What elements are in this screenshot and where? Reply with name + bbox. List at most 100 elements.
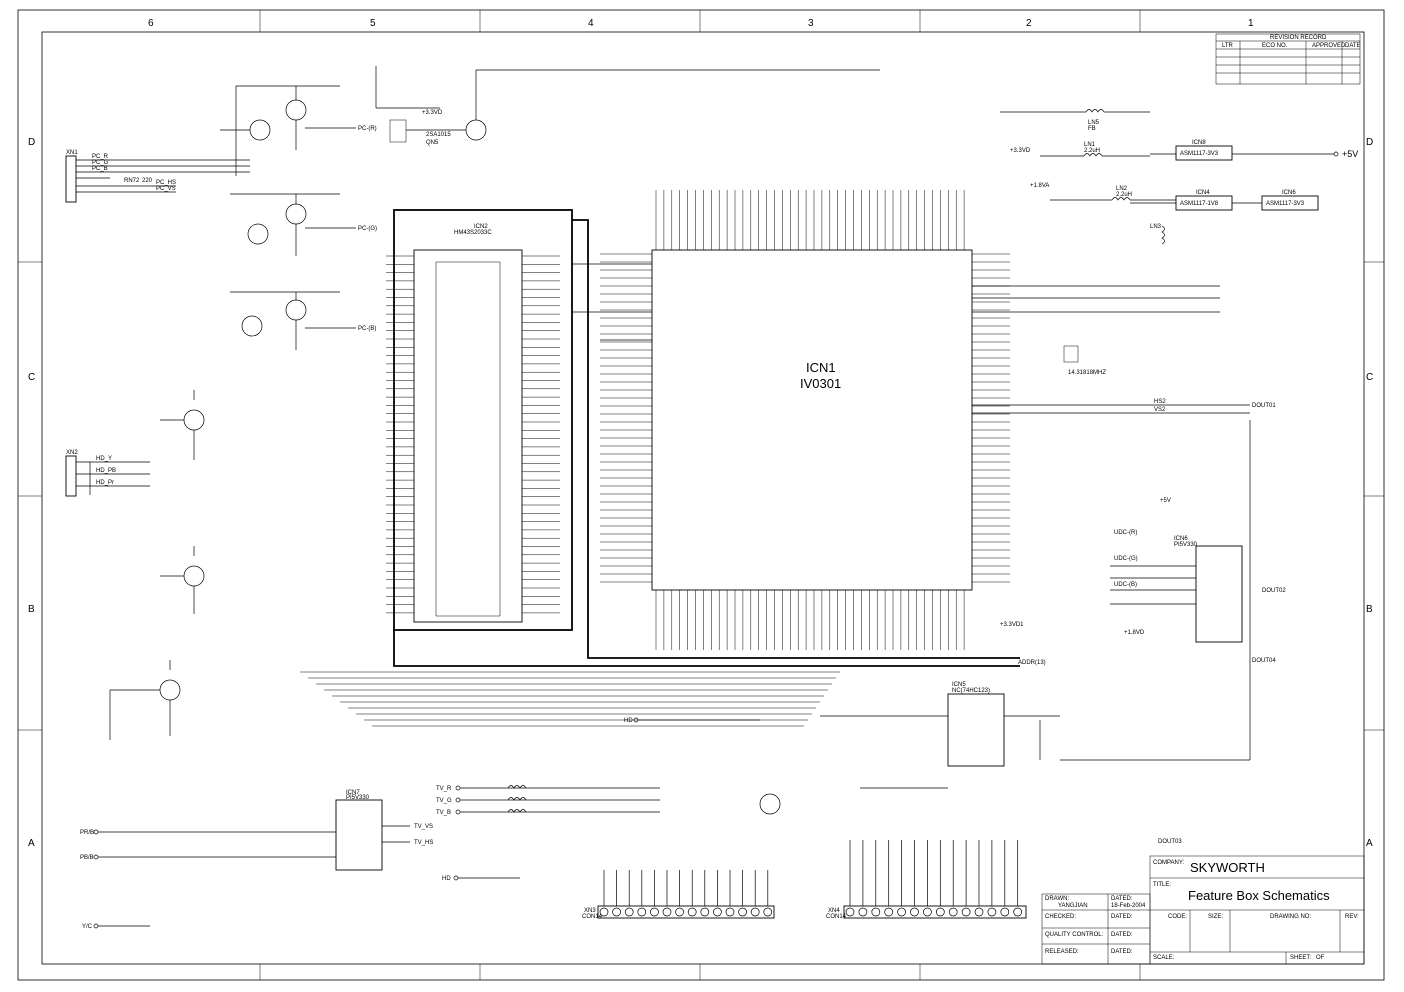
sig-hd-y: HD_Y — [96, 456, 112, 462]
connector-pin — [948, 907, 958, 917]
icn6-part: ASM1117-3V3 — [1266, 201, 1305, 207]
icn1-ref: ICN1 — [806, 360, 836, 375]
icn8-part: ASM1117-3V3 — [1180, 151, 1219, 157]
checked-dated-label: DATED: — [1111, 914, 1133, 920]
transistor-qn5: 2SA1015 QN5 +3.3VD — [375, 66, 880, 146]
buffer-stage-g: PC-(G) — [230, 193, 377, 256]
regulator-icn4: ICN4 ASM1117-1V8 — [1130, 190, 1233, 211]
sig-pr-b: PR/B — [80, 830, 94, 836]
tv-b-label: TV_B — [436, 810, 451, 816]
buffer-stage-r: PC-(R) — [220, 85, 377, 176]
rev-label: REV: — [1345, 914, 1359, 920]
xn2-ref: XN2 — [66, 450, 78, 456]
connector-pin — [700, 907, 710, 917]
v18-label-d: +1.8VA — [1030, 183, 1049, 189]
drawing-title: Feature Box Schematics — [1188, 888, 1330, 903]
xn1-ref: XN1 — [66, 150, 78, 156]
revision-col-eco: ECO NO. — [1262, 43, 1288, 49]
connector-pin — [897, 907, 906, 917]
revision-col-date: DATE — [1345, 43, 1361, 49]
addr-bus-label: ADDR(13) — [1018, 660, 1046, 666]
quality-dated-label: DATED: — [1111, 932, 1133, 938]
zone-row-c-right: C — [1366, 372, 1373, 383]
xn3-part: CON14 — [582, 914, 603, 920]
oneshot-icn5: ICN5 NC(74HC123) — [820, 682, 1060, 789]
connector-pin — [599, 907, 609, 917]
zone-col-4: 4 — [588, 18, 594, 29]
ln5-ref: LN5 — [1088, 120, 1100, 126]
sig-dout02: DOUT02 — [1262, 588, 1286, 594]
sig-hd-pr: HD_Pr — [96, 480, 114, 486]
udc-r-label: UDC-(R) — [1114, 530, 1137, 536]
rn72-ref: RN72 — [124, 178, 140, 184]
connector-pin — [1013, 907, 1023, 917]
pc-r-out-label: PC-(R) — [358, 126, 377, 132]
main-ic-icn1: ICN1 IV0301 — [651, 249, 973, 591]
sig-hs2: HS2 — [1154, 399, 1166, 405]
connector-pin — [961, 907, 971, 917]
drawn-label: DRAWN: — [1045, 896, 1069, 902]
title-label: TITLE: — [1153, 882, 1171, 888]
sig-pc-r: PC_R — [92, 154, 109, 160]
connector-pin — [858, 907, 868, 917]
connector-pin — [910, 907, 919, 917]
connector-pin — [845, 907, 855, 917]
buffer-stage-b: PC-(B) — [230, 291, 376, 350]
zone-labels: 6 5 4 3 2 1 D C B A D C B A — [28, 18, 1373, 849]
zone-row-b-right: B — [1366, 604, 1373, 615]
right-outputs: HS2 VS2 DOUT01 DOUT02 DOUT03 DOUT04 14.3… — [972, 285, 1286, 845]
connector-pin — [1000, 907, 1010, 917]
sig-y-c: Y/C — [82, 924, 93, 930]
icn7-part: PI5V330 — [346, 795, 370, 801]
of-label: OF — [1316, 955, 1325, 961]
connector-pin — [713, 907, 722, 917]
v5-label-right: +5V — [1342, 149, 1358, 159]
zone-col-5: 5 — [370, 18, 376, 29]
v33-label-top: +3.3VD — [422, 110, 443, 116]
zone-row-d-right: D — [1366, 137, 1373, 148]
connector-pin — [750, 907, 760, 917]
buffer-stage-y — [160, 390, 205, 460]
sig-pc-hs: PC_HS — [156, 180, 176, 186]
bottom-wiring — [300, 420, 1251, 906]
connector-pin — [884, 907, 894, 917]
ln5-val: FB — [1088, 126, 1096, 132]
qn5-part: 2SA1015 — [426, 132, 451, 138]
icn5-ref: ICN5 — [952, 682, 966, 688]
tv-hs-out: TV_HS — [414, 840, 433, 846]
checked-label: CHECKED: — [1045, 914, 1076, 920]
zone-col-3: 3 — [808, 18, 814, 29]
ln1-val: 2.2uH — [1084, 148, 1100, 154]
connector-pin — [738, 907, 747, 917]
company-name: SKYWORTH — [1190, 860, 1265, 875]
xn3-ref: XN3 — [584, 908, 596, 914]
connector-pin — [612, 907, 621, 917]
zone-col-2: 2 — [1026, 18, 1032, 29]
sig-vs2: VS2 — [1154, 407, 1166, 413]
connector-xn2: XN2 HD_Y HD_PB HD_Pr — [65, 450, 150, 497]
v33-label-mid: +3.3VD1 — [1000, 622, 1024, 628]
pc-b-out-label: PC-(B) — [358, 326, 376, 332]
revision-record: REVISION RECORD LTR ECO NO. APPROVED DAT… — [1215, 33, 1361, 85]
tv-g-label: TV_G — [436, 798, 452, 804]
qn5-ref: QN5 — [426, 140, 439, 146]
drawn-by: YANGJIAN — [1058, 903, 1088, 909]
revision-col-approved: APPROVED — [1312, 43, 1346, 49]
icn2-ref: ICN2 — [474, 224, 488, 230]
sig-dout01: DOUT01 — [1252, 403, 1276, 409]
mux-icn6: ICN6 PI5V330 UDC-(R) UDC-(G) UDC-(B) — [1110, 530, 1243, 643]
connector-pin — [974, 907, 984, 917]
drawing-no-label: DRAWING NO: — [1270, 914, 1311, 920]
revision-col-ltr: LTR — [1222, 43, 1234, 49]
icn6-ref: ICN6 — [1282, 190, 1296, 196]
buffer-stage-pr — [109, 660, 181, 740]
tv-r-label: TV_R — [436, 786, 452, 792]
code-label: CODE: — [1168, 914, 1187, 920]
v33-label-d: +3.3VD — [1010, 148, 1031, 154]
v5-label-mid: +5V — [1160, 498, 1171, 504]
pc-g-out-label: PC-(G) — [358, 226, 377, 232]
icn2-part: HM43S2033C — [454, 230, 492, 236]
xn3-pins — [599, 907, 773, 917]
tv-vs-out: TV_VS — [414, 824, 433, 830]
quality-label: QUALITY CONTROL: — [1045, 932, 1104, 938]
